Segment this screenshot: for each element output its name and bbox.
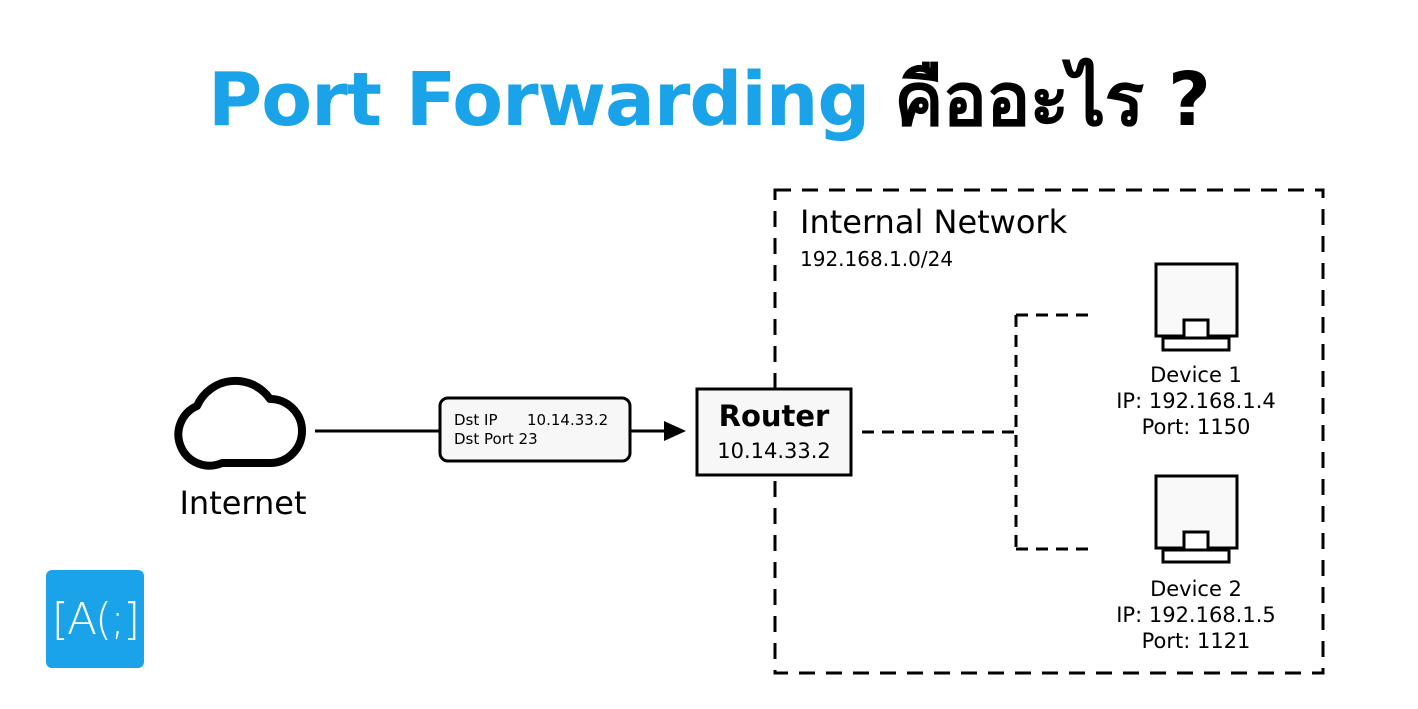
device-2-name: Device 2 [1150,577,1242,601]
packet-dst-port: Dst Port 23 [454,430,538,448]
monitor-icon [1154,262,1239,352]
network-name: Internal Network [800,203,1068,241]
packet-dst-ip-value: 10.14.33.2 [527,411,609,429]
title-english: Port Forwarding [208,57,870,143]
cloud-icon [174,376,306,470]
packet-box [438,396,632,463]
arrow-head-icon [664,421,686,441]
packet-dst-ip-label: Dst IP [454,411,498,429]
brand-logo: [A(;] [46,570,144,668]
device-1-ip: IP: 192.168.1.4 [1116,389,1276,413]
device-2-ip: IP: 192.168.1.5 [1116,603,1276,627]
title-thai: คืออะไร ? [894,57,1211,143]
router-name: Router [718,399,830,433]
device-2-port: Port: 1121 [1141,629,1251,653]
device-1-port: Port: 1150 [1141,415,1251,439]
router-ip: 10.14.33.2 [717,439,831,463]
router-box [695,387,853,477]
internet-label: Internet [179,484,307,522]
network-subnet: 192.168.1.0/24 [800,247,954,271]
page-title: Port Forwarding คืออะไร ? [0,40,1418,158]
device-1-name: Device 1 [1150,363,1242,387]
monitor-icon [1154,474,1239,564]
